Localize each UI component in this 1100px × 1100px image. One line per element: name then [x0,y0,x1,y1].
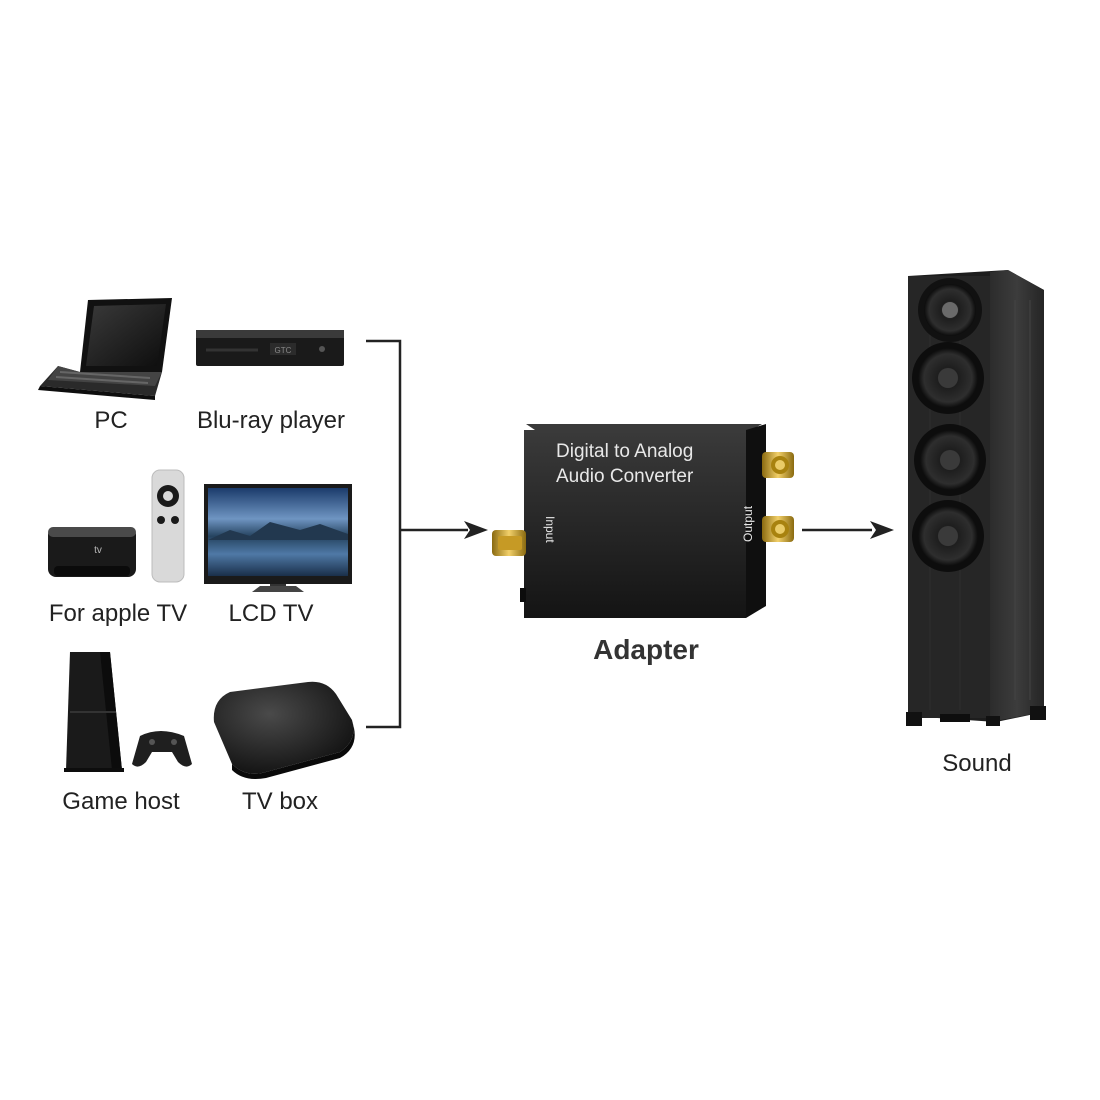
tv-box-icon [213,681,355,779]
tower-speaker-icon [906,270,1046,726]
gamepad-icon [132,731,192,767]
input-port-label: Input [543,516,557,543]
adapter-box [520,424,766,618]
output-connector-bottom [762,516,794,542]
source-label-pc: PC [94,407,128,434]
source-label-lcd-tv: LCD TV [228,600,314,627]
input-arrow-head [464,521,488,539]
source-bracket-line [366,339,468,729]
speaker-label: Sound [942,750,1012,777]
source-label-tv-box: TV box [241,788,319,815]
apple-tv-mark: tv [94,545,102,556]
apple-tv-icon [48,527,136,577]
remote-control-icon [151,469,185,583]
adapter-title: Adapter [593,634,699,665]
adapter-text-line2: Audio Converter [556,466,694,487]
lcd-tv-icon [204,484,352,592]
output-port-label: Output [741,505,755,542]
output-connector-top [762,452,794,478]
bluray-display-mark: GTC [275,346,292,355]
game-console-icon [64,652,124,772]
bluray-player-icon [196,330,344,366]
input-connector [492,530,526,556]
source-label-game-host: Game host [62,788,180,815]
adapter-text-line1: Digital to Analog [556,441,694,462]
source-label-apple-tv: For apple TV [48,600,188,627]
laptop-icon [38,298,172,400]
source-label-bluray: Blu-ray player [196,407,346,434]
output-arrow-head [870,521,894,539]
